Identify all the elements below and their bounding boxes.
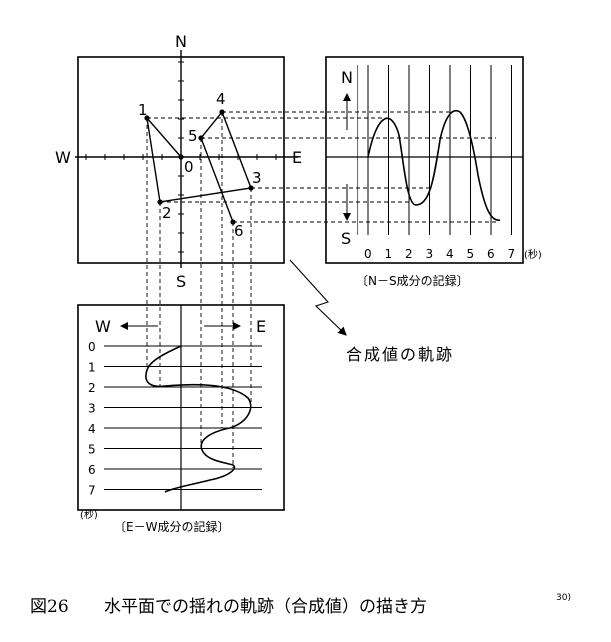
ns-time-tick-label: 0 <box>364 247 372 261</box>
ew-west-label: W <box>95 317 111 336</box>
ns-north-label: N <box>341 68 353 87</box>
point-label-5: 5 <box>188 127 198 145</box>
figure-reference: 30) <box>556 593 571 603</box>
ew-wave-trace <box>145 345 252 493</box>
figure-number: 図26 <box>30 597 69 617</box>
ns-south-label: S <box>341 229 351 248</box>
ew-time-tick-label: 6 <box>88 463 96 477</box>
ns-time-tick-label: 5 <box>467 247 475 261</box>
ew-time-tick-label: 2 <box>88 381 96 395</box>
north-label: N <box>175 32 187 51</box>
ew-time-tick-label: 4 <box>88 422 96 436</box>
ns-panel-caption: 〔N－S成分の記録〕 <box>356 273 469 288</box>
point-label-4: 4 <box>216 90 226 108</box>
ew-time-tick-label: 0 <box>88 340 96 354</box>
point-label-1: 1 <box>138 101 148 119</box>
point-label-3: 3 <box>252 169 262 187</box>
ew-record-panel: W E 0 1 2 3 4 5 6 7 (秒) 〔E－W成分の記録〕 <box>77 304 285 534</box>
ns-time-tick-label: 2 <box>405 247 413 261</box>
east-label: E <box>292 148 302 167</box>
ew-time-tick-label: 7 <box>88 484 96 498</box>
trajectory-point-0 <box>178 154 184 160</box>
ns-panel-frame <box>325 56 524 264</box>
ns-time-unit: (秒) <box>524 248 542 261</box>
projection-lines <box>146 111 496 468</box>
annotation-text: 合成値の軌跡 <box>346 345 454 364</box>
ew-time-tick-label: 3 <box>88 402 96 416</box>
figure-title: 水平面での揺れの軌跡（合成値）の描き方 <box>104 597 427 617</box>
south-label: S <box>176 272 186 291</box>
plan-view-panel: N S W E 0 1 2 3 4 5 6 <box>55 32 302 291</box>
ew-time-tick-label: 1 <box>88 361 96 375</box>
ns-time-tick-label: 1 <box>385 247 393 261</box>
ew-time-unit: (秒) <box>80 508 98 521</box>
ns-time-tick-label: 4 <box>446 247 454 261</box>
point-label-0: 0 <box>184 158 194 176</box>
west-label: W <box>55 148 71 167</box>
ns-time-tick-label: 3 <box>426 247 434 261</box>
ew-panel-caption: 〔E－W成分の記録〕 <box>114 519 229 534</box>
ns-wave-trace <box>367 109 501 221</box>
ew-east-label: E <box>256 317 266 336</box>
ns-time-tick-label: 6 <box>487 247 495 261</box>
ns-time-tick-label: 7 <box>508 247 516 261</box>
point-label-6: 6 <box>234 222 244 240</box>
figure-caption: 図26 水平面での揺れの軌跡（合成値）の描き方 30) <box>30 593 571 617</box>
resultant-annotation: 合成値の軌跡 <box>289 259 454 364</box>
ew-time-tick-label: 5 <box>88 443 96 457</box>
ew-time-ticks: 0 1 2 3 4 5 6 7 <box>88 340 96 498</box>
ew-time-gridlines <box>104 345 262 490</box>
point-label-2: 2 <box>162 204 172 222</box>
ns-time-gridlines <box>357 65 512 235</box>
annotation-zigzag-arrow <box>289 259 347 336</box>
